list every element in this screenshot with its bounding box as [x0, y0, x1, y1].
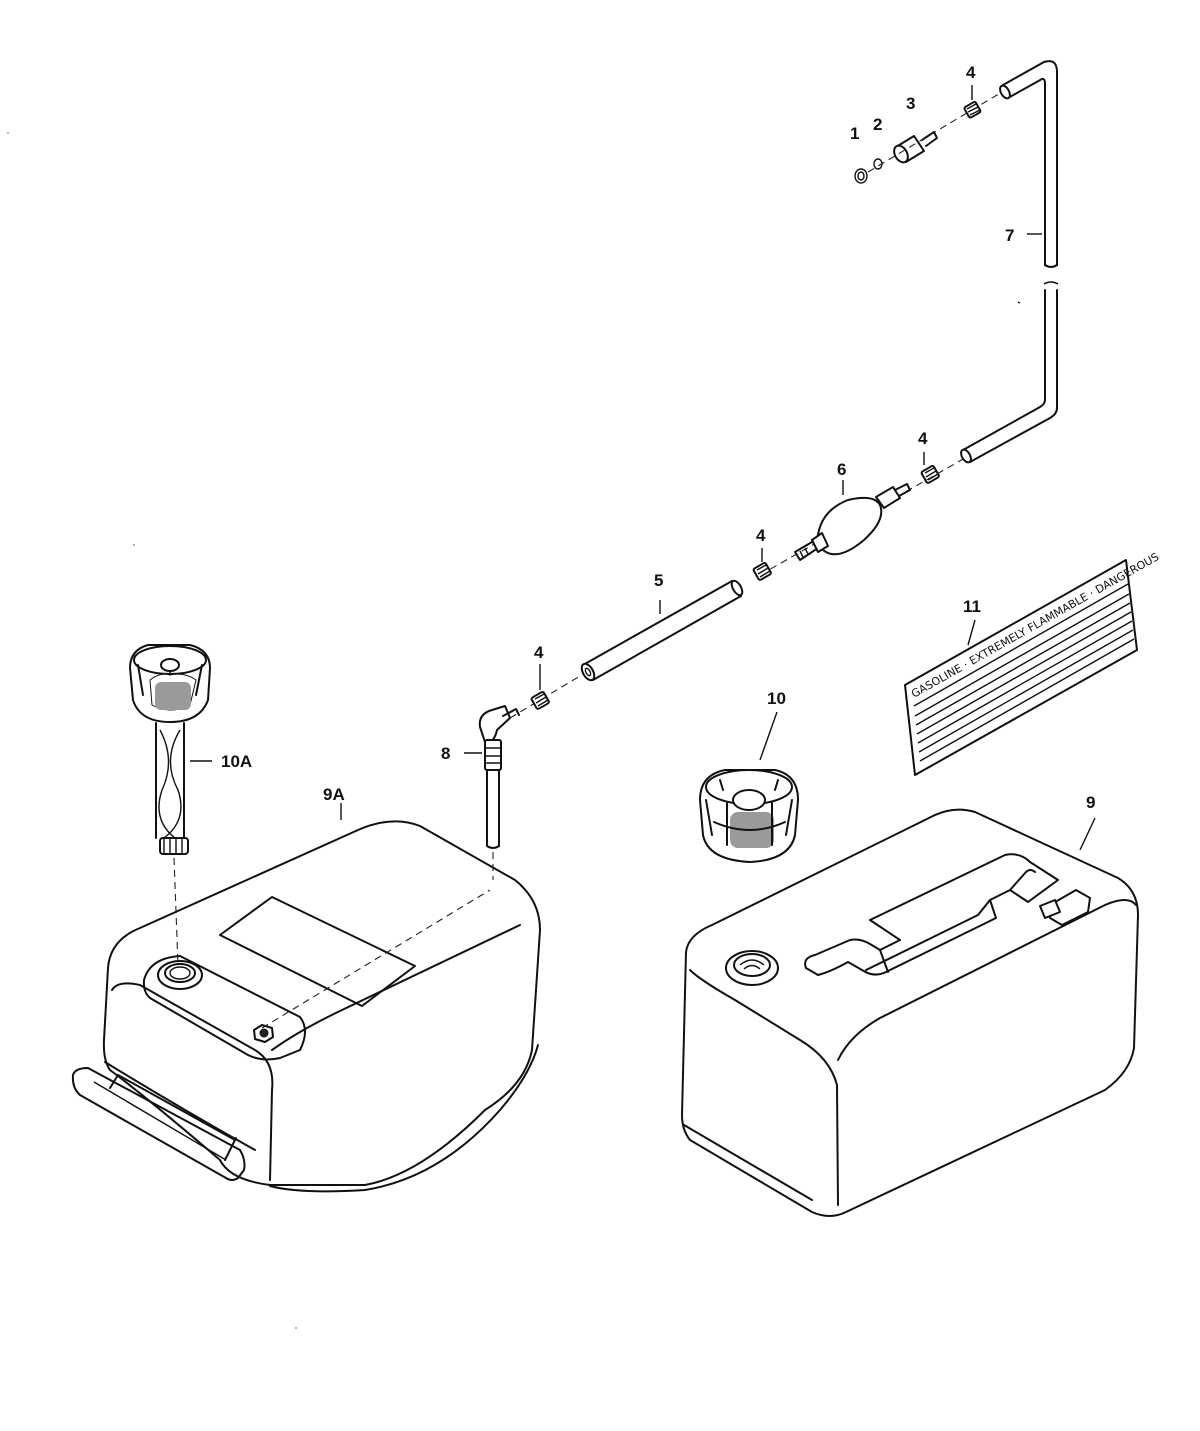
alignment-line-mid: [759, 457, 966, 576]
part-10-cap: [699, 769, 799, 863]
callout-4-mid: 4: [918, 429, 928, 448]
callout-7: 7: [1005, 226, 1014, 245]
speck: [133, 544, 135, 546]
part-1-o-ring: [854, 168, 868, 184]
callout-11: 11: [963, 597, 981, 616]
part-4-clamp-mid: [920, 465, 940, 484]
callout-9: 9: [1086, 793, 1095, 812]
part-4-clamp-lower: [530, 691, 550, 710]
callout-4-center: 4: [756, 526, 766, 545]
part-10a-gauge-cap: [129, 644, 211, 855]
part-9a-tank: [71, 820, 541, 1193]
part-8-pickup-fitting: [478, 705, 520, 849]
alignment-line-9a: [261, 889, 491, 1029]
alignment-line-top: [867, 91, 1003, 173]
hose-break-mark: [1043, 281, 1059, 285]
callout-5: 5: [654, 571, 663, 590]
callout-2: 2: [873, 115, 882, 134]
callout-4-lower: 4: [534, 643, 544, 662]
callout-3: 3: [906, 94, 915, 113]
callout-6: 6: [837, 460, 846, 479]
part-4-clamp-top: [963, 101, 982, 119]
callout-8: 8: [441, 744, 450, 763]
hose-break-dot: [1017, 301, 1021, 304]
part-7-hose-bottom: [960, 289, 1058, 464]
part-6-primer-bulb: [794, 483, 911, 561]
callout-10a: 10A: [221, 752, 252, 771]
callout-1: 1: [850, 124, 859, 143]
speck: [7, 132, 9, 134]
callout-4-top: 4: [966, 63, 976, 82]
part-11-decal: GASOLINE · EXTREMELY FLAMMABLE · DANGERO…: [904, 550, 1161, 776]
part-3-connector: [893, 131, 938, 164]
part-7-hose-top: [999, 60, 1058, 268]
callout-9a: 9A: [323, 785, 345, 804]
part-4-clamp-center: [752, 562, 772, 581]
callout-10: 10: [767, 689, 786, 708]
callouts: 1 2 3 4 7 4 6 4 5 11 4 10 8 10A 9A 9: [221, 63, 1095, 812]
part-5-hose: [580, 579, 744, 682]
part-9-tank: [681, 808, 1139, 1217]
leader-lines: [190, 85, 1096, 851]
speck: [295, 1327, 297, 1329]
